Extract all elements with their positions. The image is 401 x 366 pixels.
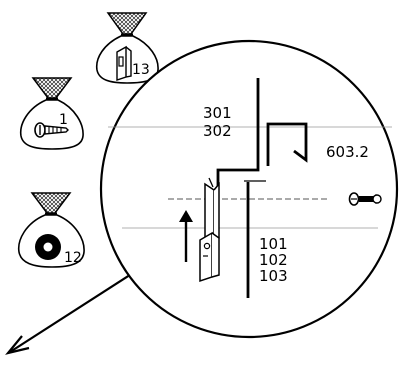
up-arrow-icon	[179, 210, 193, 262]
label-101: 101	[259, 235, 288, 253]
bag-quantity: 13	[132, 62, 150, 78]
bag-screw: 1	[19, 77, 84, 150]
label-603-2: 603.2	[326, 143, 369, 161]
washer-icon	[35, 234, 61, 260]
label-102: 102	[259, 251, 288, 269]
label-103: 103	[259, 267, 288, 285]
bag-icon	[19, 77, 84, 150]
rail-profile	[216, 78, 266, 298]
label-301: 301	[203, 104, 232, 122]
bag-icon	[95, 12, 159, 84]
detail-circle: 301 302 603.2 101 102 103	[99, 39, 399, 339]
bracket-icon	[199, 231, 220, 283]
bracket-icon	[116, 45, 132, 81]
label-302: 302	[203, 122, 232, 140]
screw-icon	[34, 122, 69, 138]
bag-quantity: 1	[59, 112, 68, 128]
screw-icon	[348, 192, 382, 206]
hook-profile	[266, 122, 308, 166]
bag-quantity: 12	[64, 250, 82, 266]
pointer-arrow	[5, 263, 148, 355]
bag-bracket: 13	[95, 12, 159, 84]
bag-washer: 12	[17, 192, 85, 268]
